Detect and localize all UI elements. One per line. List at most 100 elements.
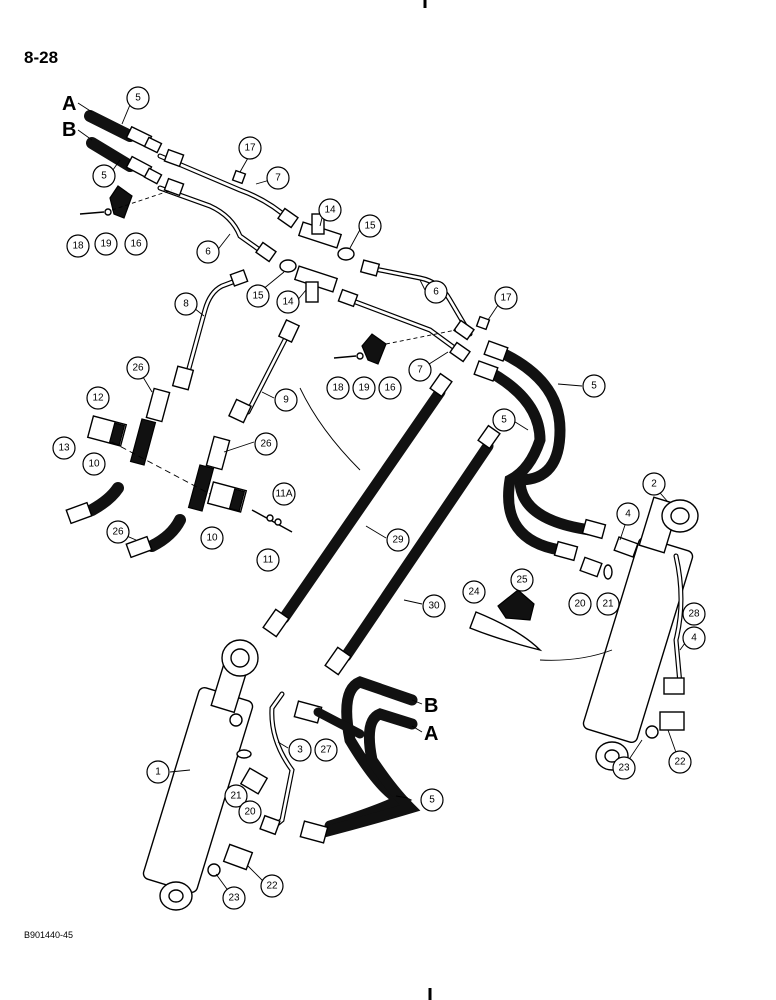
svg-text:21: 21 (230, 791, 242, 802)
callout-5-lower: 5 (420, 788, 444, 812)
tie-strap-24-25 (469, 589, 543, 652)
svg-text:25: 25 (516, 575, 528, 586)
hose-a-upper (84, 110, 163, 154)
svg-text:30: 30 (428, 601, 440, 612)
clamp-16-lower (333, 333, 387, 365)
hose-5-right-inner (473, 360, 579, 562)
svg-text:7: 7 (417, 365, 423, 376)
svg-text:10: 10 (206, 533, 218, 544)
svg-text:23: 23 (228, 893, 240, 904)
cylinder-2 (582, 496, 699, 771)
svg-text:26: 26 (132, 363, 144, 374)
caps-17 (231, 169, 491, 331)
svg-text:10: 10 (88, 459, 100, 470)
callout-1: 1 (146, 760, 170, 784)
tube-3 (267, 691, 295, 833)
callout-7-right: 7 (408, 358, 432, 382)
callout-13: 13 (52, 436, 76, 460)
tube-8 (185, 277, 241, 375)
svg-text:6: 6 (433, 287, 439, 298)
callout-14-lower: 14 (276, 290, 300, 314)
hose-26-left (65, 482, 124, 525)
svg-text:26: 26 (260, 439, 272, 450)
page-number: 8-28 (24, 48, 59, 67)
swivel-26-upper (129, 387, 171, 466)
callout-20-right: 20 (568, 592, 592, 616)
hose-30 (324, 424, 501, 676)
fittings-20-21-left (236, 749, 281, 836)
svg-text:22: 22 (266, 881, 278, 892)
svg-text:5: 5 (429, 795, 435, 806)
callout-11: 11 (256, 548, 280, 572)
callout-17-right: 17 (494, 286, 518, 310)
callout-12: 12 (86, 386, 110, 410)
svg-text:20: 20 (244, 807, 256, 818)
callout-24: 24 (462, 580, 486, 604)
svg-text:9: 9 (283, 395, 289, 406)
svg-text:24: 24 (468, 587, 480, 598)
tube-28 (673, 553, 684, 687)
fittings-22-23-left (207, 843, 254, 877)
callout-7-upper: 7 (266, 166, 290, 190)
cylinder-1 (142, 639, 259, 911)
hose-label-b-upper: B (62, 119, 76, 141)
tee-14-upper (297, 213, 343, 249)
svg-text:19: 19 (100, 239, 112, 250)
callout-10-upper: 10 (82, 452, 106, 476)
svg-text:17: 17 (244, 143, 256, 154)
callout-4-lower: 4 (682, 626, 706, 650)
hose-label-a-lower: A (424, 723, 438, 745)
leader-b-upper (77, 129, 93, 141)
svg-text:19: 19 (358, 383, 370, 394)
svg-text:20: 20 (574, 599, 586, 610)
clamp-guide-lower (385, 329, 457, 345)
svg-text:23: 23 (618, 763, 630, 774)
hose-26-right (125, 514, 186, 559)
svg-text:15: 15 (364, 221, 376, 232)
svg-text:13: 13 (58, 443, 70, 454)
callout-5-right-outer: 5 (582, 374, 606, 398)
callout-23-left: 23 (222, 886, 246, 910)
callout-8: 8 (174, 292, 198, 316)
tee-14-lower (293, 265, 339, 303)
svg-text:16: 16 (130, 239, 142, 250)
hose-5-right-outer (483, 340, 607, 540)
svg-text:22: 22 (674, 757, 686, 768)
svg-text:5: 5 (591, 381, 597, 392)
fittings-22-23-right (645, 677, 685, 739)
callout-29: 29 (386, 528, 410, 552)
callout-19-lower: 19 (352, 376, 376, 400)
svg-text:18: 18 (332, 383, 344, 394)
callout-14-upper: 14 (318, 198, 342, 222)
hose-lower-run (313, 707, 365, 739)
swivel-26-lower (187, 435, 231, 512)
callout-30: 30 (422, 594, 446, 618)
bolt-11 (251, 509, 293, 533)
svg-text:5: 5 (135, 93, 141, 104)
hose-5-lower-a (299, 708, 421, 844)
fittings-20-21-right (579, 556, 613, 580)
clamp-16-upper (79, 185, 133, 219)
elbow-4-upper (613, 536, 639, 558)
callout-19-upper: 19 (94, 232, 118, 256)
svg-text:16: 16 (384, 383, 396, 394)
svg-text:5: 5 (101, 171, 107, 182)
svg-text:5: 5 (501, 415, 507, 426)
tube-6-upper (157, 185, 271, 259)
leader-a-upper (77, 102, 93, 113)
svg-text:17: 17 (500, 293, 512, 304)
svg-text:2: 2 (651, 479, 657, 490)
callout-26-upper: 26 (126, 356, 150, 380)
assembly-arrow (299, 387, 361, 471)
callout-11A: 11A (272, 482, 296, 506)
svg-text:11A: 11A (275, 489, 292, 500)
callout-15-lower: 15 (246, 284, 270, 308)
callout-28: 28 (682, 602, 706, 626)
callout-5-right-inner: 5 (492, 408, 516, 432)
callout-21-right: 21 (596, 592, 620, 616)
callout-21-left: 21 (224, 784, 248, 808)
callout-22-right: 22 (668, 750, 692, 774)
callout-3: 3 (288, 738, 312, 762)
clamp-guide-10 (111, 441, 211, 495)
